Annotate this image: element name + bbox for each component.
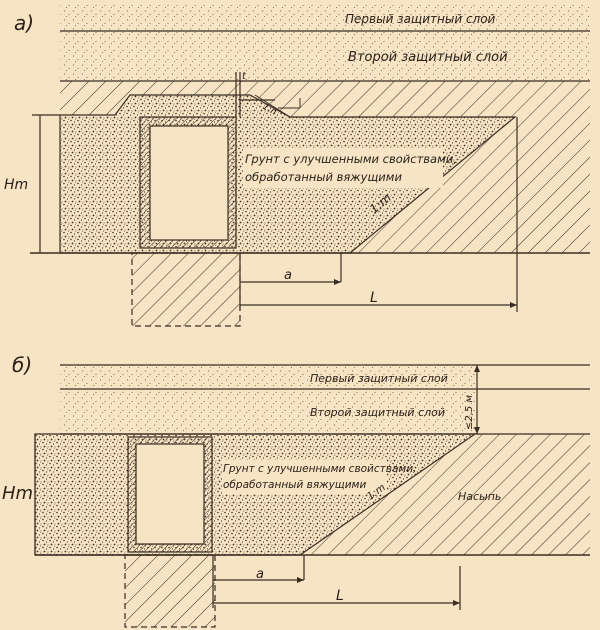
b-dim-L-label: L	[336, 588, 344, 604]
b-soil-label-line2: обработанный вяжущими	[223, 479, 366, 491]
a-height-label: Hm	[4, 177, 28, 193]
a-dim-L-label: L	[370, 290, 378, 306]
a-embankment-hatch	[60, 81, 590, 253]
a-first-layer	[60, 5, 590, 31]
b-second-layer	[60, 389, 475, 434]
b-soil-label-line1: Грунт с улучшенными свойствами,	[223, 463, 416, 475]
a-soil-label-line2: обработанный вяжущими	[245, 170, 402, 184]
b-box-opening	[135, 443, 205, 545]
a-dim-a-label: a	[284, 268, 292, 283]
a-soil-label-line1: Грунт с улучшенными свойствами,	[245, 152, 457, 166]
b-first-layer-label: Первый защитный слой	[310, 372, 448, 385]
b-panel-tag: б)	[12, 353, 32, 377]
a-foundation-block	[131, 252, 241, 327]
a-second-layer	[60, 31, 590, 81]
a-thickness-label: t	[242, 71, 247, 82]
panel-b	[34, 364, 590, 628]
a-second-layer-label: Второй защитный слой	[348, 50, 508, 65]
a-first-layer-label: Первый защитный слой	[345, 12, 496, 26]
a-panel-tag: а)	[14, 11, 34, 35]
b-height-label: Hm	[2, 483, 33, 504]
b-first-layer	[60, 365, 475, 389]
b-second-layer-label: Второй защитный слой	[310, 406, 445, 419]
b-embankment-hatch	[300, 434, 590, 555]
a-box-opening	[149, 125, 229, 241]
b-foundation-block	[124, 554, 216, 628]
b-depth-label: ≤2,5 м	[464, 395, 475, 430]
b-dim-a-label: a	[256, 567, 264, 582]
b-embankment-label: Насыпь	[458, 490, 501, 503]
